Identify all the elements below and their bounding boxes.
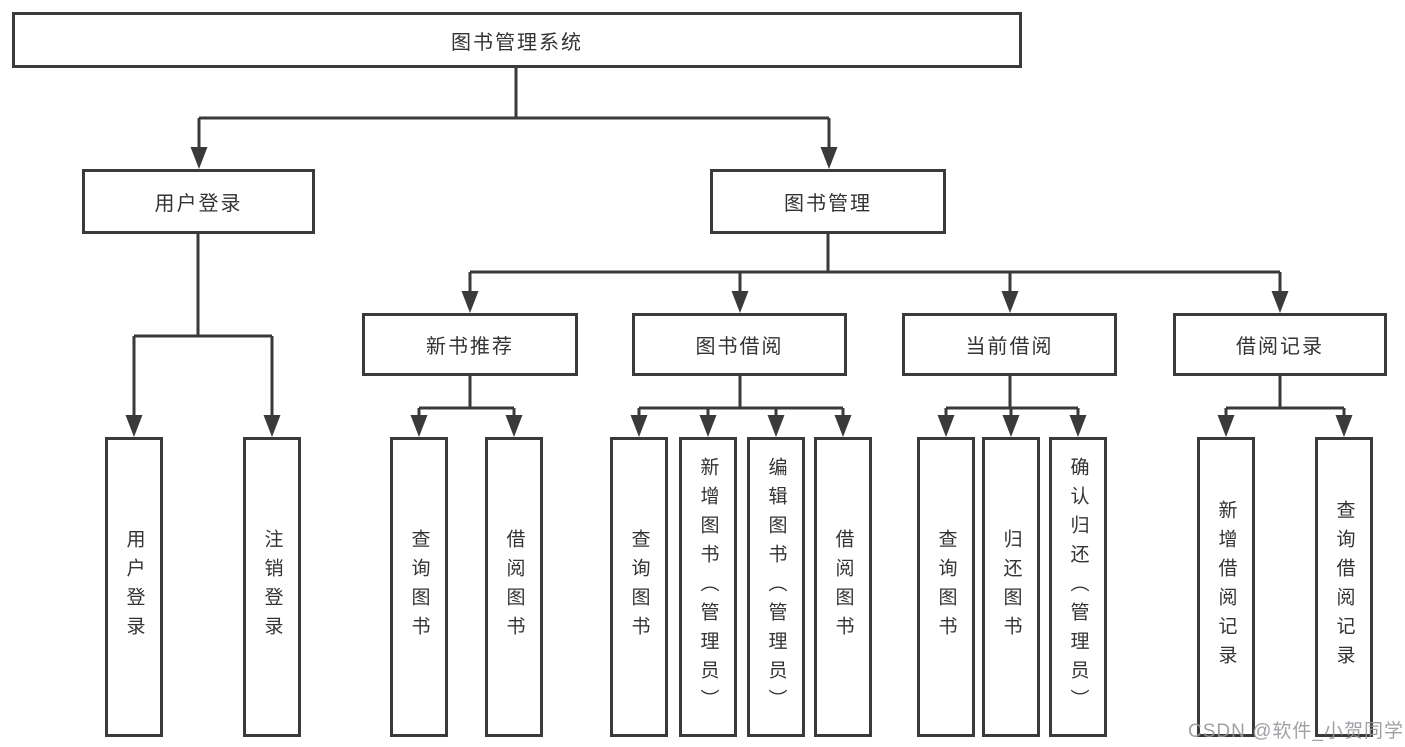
node-label: 查询图书	[935, 529, 957, 645]
node-label: 归还图书	[1000, 529, 1022, 645]
node-current-borrowing: 当前借阅	[902, 313, 1117, 376]
arrowhead-icon	[125, 415, 143, 437]
arrowhead-icon	[937, 415, 955, 437]
node-confirm-return-admin: 确认归还（管理员）	[1049, 437, 1107, 737]
node-label: 确认归还（管理员）	[1067, 456, 1089, 718]
arrowhead-icon	[1217, 415, 1235, 437]
node-new-book-recommend: 新书推荐	[362, 313, 578, 376]
arrowhead-icon	[263, 415, 281, 437]
node-label: 注销登录	[261, 529, 283, 645]
node-label: 借阅记录	[1236, 336, 1324, 358]
node-edit-book-admin: 编辑图书（管理员）	[747, 437, 805, 737]
node-label: 借阅图书	[832, 529, 854, 645]
arrowhead-icon	[1001, 291, 1019, 313]
node-book-borrowing: 图书借阅	[632, 313, 847, 376]
connector-path	[197, 68, 831, 150]
node-label: 借阅图书	[503, 529, 525, 645]
csdn-watermark: CSDN @软件_小贺同学	[1188, 721, 1404, 742]
node-query-borrow-record: 查询借阅记录	[1315, 437, 1373, 737]
node-label: 查询图书	[408, 529, 430, 645]
node-book-management: 图书管理	[710, 169, 946, 234]
arrowhead-icon	[1002, 415, 1020, 437]
connector-path	[468, 234, 1282, 294]
arrowhead-icon	[834, 415, 852, 437]
connector-path	[944, 376, 1080, 418]
node-borrow-books-borrowing: 借阅图书	[814, 437, 872, 737]
node-library-management-system: 图书管理系统	[12, 12, 1022, 68]
arrowhead-icon	[1335, 415, 1353, 437]
node-label: 当前借阅	[965, 336, 1054, 358]
node-query-books-current: 查询图书	[917, 437, 975, 737]
connector-path	[417, 376, 516, 418]
arrowhead-icon	[190, 147, 208, 169]
node-label: 编辑图书（管理员）	[765, 456, 787, 718]
arrowhead-icon	[820, 147, 838, 169]
node-borrowing-records: 借阅记录	[1173, 313, 1387, 376]
node-label: 图书管理	[784, 193, 872, 215]
node-borrow-books-recommend: 借阅图书	[485, 437, 543, 737]
connector-path	[132, 234, 274, 418]
node-label: 用户登录	[154, 193, 243, 215]
node-query-books-recommend: 查询图书	[390, 437, 448, 737]
node-logout-leaf: 注销登录	[243, 437, 301, 737]
node-label: 新增借阅记录	[1215, 500, 1237, 674]
arrowhead-icon	[1069, 415, 1087, 437]
arrowhead-icon	[461, 291, 479, 313]
arrowhead-icon	[699, 415, 717, 437]
node-user-login-leaf: 用户登录	[105, 437, 163, 737]
node-label: 查询图书	[628, 529, 650, 645]
arrowhead-icon	[505, 415, 523, 437]
node-add-book-admin: 新增图书（管理员）	[679, 437, 737, 737]
arrowhead-icon	[410, 415, 428, 437]
arrowhead-icon	[1271, 291, 1289, 313]
node-label: 新增图书（管理员）	[697, 456, 719, 718]
arrowhead-icon	[630, 415, 648, 437]
arrowhead-icon	[731, 291, 749, 313]
connector-path	[637, 376, 845, 418]
node-label: 新书推荐	[426, 336, 514, 358]
node-add-borrow-record: 新增借阅记录	[1197, 437, 1255, 737]
node-label: 用户登录	[123, 529, 145, 645]
connector-path	[1224, 376, 1346, 418]
arrowhead-icon	[767, 415, 785, 437]
node-query-books-borrowing: 查询图书	[610, 437, 668, 737]
node-label: 图书管理系统	[451, 31, 583, 54]
node-user-login: 用户登录	[82, 169, 315, 234]
node-label: 图书借阅	[695, 336, 784, 358]
node-label: 查询借阅记录	[1333, 500, 1355, 674]
node-return-book: 归还图书	[982, 437, 1040, 737]
